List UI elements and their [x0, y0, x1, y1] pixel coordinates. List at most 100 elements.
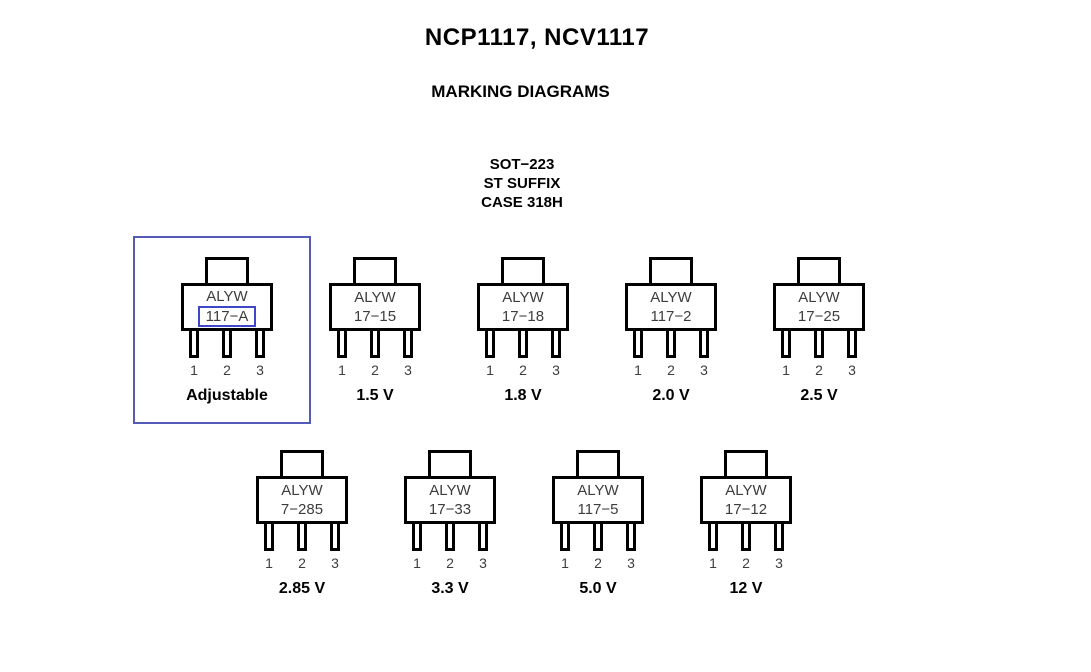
marking-line1: ALYW	[577, 482, 619, 499]
marking-link-box[interactable]: 117−A	[197, 306, 257, 327]
marking-line2: 17−18	[501, 308, 545, 325]
pin-number-1: 1	[561, 555, 569, 571]
voltage-label: 1.5 V	[356, 387, 394, 404]
pin-numbers: 1 2 3	[549, 555, 648, 571]
pin-number-1: 1	[634, 362, 642, 378]
voltage-label: 2.85 V	[278, 580, 326, 597]
voltage-label: 2.5 V	[800, 387, 838, 404]
package-tab	[205, 257, 249, 283]
package-legs	[189, 331, 265, 358]
package-leg-3	[847, 331, 857, 358]
voltage-label: 12 V	[729, 580, 763, 597]
page-title: NCP1117, NCV1117	[424, 24, 650, 51]
voltage-label: 5.0 V	[579, 580, 617, 597]
package-leg-1	[189, 331, 199, 358]
package-legs	[708, 524, 784, 551]
marking-line1: ALYW	[354, 289, 396, 306]
package-tab	[576, 450, 620, 476]
package-leg-3	[403, 331, 413, 358]
package-leg-2	[445, 524, 455, 551]
package-leg-1	[337, 331, 347, 358]
package-leg-3	[330, 524, 340, 551]
adjustable-highlight-frame[interactable]	[133, 236, 311, 424]
marking-line1: ALYW	[798, 289, 840, 306]
pin-number-1: 1	[709, 555, 717, 571]
pin-number-3: 3	[848, 362, 856, 378]
package-tab	[353, 257, 397, 283]
pin-number-1: 1	[782, 362, 790, 378]
pin-number-3: 3	[627, 555, 635, 571]
marking-line2: 17−12	[724, 501, 768, 518]
package-2-0-v: ALYW 117−2 1 2 3 2.0 V	[597, 257, 745, 405]
package-leg-2	[741, 524, 751, 551]
package-leg-3	[699, 331, 709, 358]
pin-number-1: 1	[338, 362, 346, 378]
package-leg-1	[633, 331, 643, 358]
page-subtitle: MARKING DIAGRAMS	[431, 82, 610, 101]
package-leg-2	[222, 331, 232, 358]
voltage-label: 3.3 V	[431, 580, 469, 597]
package-body: ALYW 117−A	[181, 283, 273, 331]
pin-number-2: 2	[815, 362, 823, 378]
package-leg-1	[412, 524, 422, 551]
pin-number-3: 3	[331, 555, 339, 571]
pin-number-2: 2	[667, 362, 675, 378]
package-leg-2	[666, 331, 676, 358]
package-legs	[264, 524, 340, 551]
package-leg-3	[255, 331, 265, 358]
pin-number-2: 2	[298, 555, 306, 571]
package-case-info: SOT−223 ST SUFFIX CASE 318H	[0, 155, 1044, 212]
package-leg-1	[485, 331, 495, 358]
marking-line1: ALYW	[281, 482, 323, 499]
pin-number-1: 1	[486, 362, 494, 378]
package-leg-2	[814, 331, 824, 358]
package-type-label: SOT−223	[489, 156, 555, 173]
pin-number-3: 3	[700, 362, 708, 378]
pin-number-3: 3	[404, 362, 412, 378]
pin-number-1: 1	[265, 555, 273, 571]
marking-line2: 117−5	[577, 501, 619, 518]
package-tab	[797, 257, 841, 283]
package-2-85-v: ALYW 7−285 1 2 3 2.85 V	[228, 450, 376, 598]
marking-line2: 117−2	[650, 308, 692, 325]
pin-number-1: 1	[190, 362, 198, 378]
voltage-label: 1.8 V	[504, 387, 542, 404]
voltage-label: Adjustable	[186, 387, 268, 404]
voltage-label: 2.0 V	[652, 387, 690, 404]
pin-number-3: 3	[479, 555, 487, 571]
marking-line2: 17−33	[428, 501, 472, 518]
pin-number-2: 2	[519, 362, 527, 378]
marking-line2: 17−15	[353, 308, 397, 325]
package-leg-3	[626, 524, 636, 551]
pin-number-3: 3	[256, 362, 264, 378]
marking-line2: 7−285	[280, 501, 324, 518]
pin-number-2: 2	[594, 555, 602, 571]
package-legs	[781, 331, 857, 358]
pin-numbers: 1 2 3	[622, 362, 721, 378]
pin-number-2: 2	[446, 555, 454, 571]
package-leg-1	[560, 524, 570, 551]
package-leg-1	[708, 524, 718, 551]
pin-number-2: 2	[742, 555, 750, 571]
package-leg-3	[774, 524, 784, 551]
package-body: ALYW 17−25	[773, 283, 865, 331]
package-legs	[560, 524, 636, 551]
package-leg-1	[781, 331, 791, 358]
pin-number-2: 2	[223, 362, 231, 378]
marking-line1: ALYW	[650, 289, 692, 306]
package-leg-3	[478, 524, 488, 551]
pin-numbers: 1 2 3	[178, 362, 277, 378]
package-leg-2	[297, 524, 307, 551]
package-legs	[485, 331, 561, 358]
package-tab	[649, 257, 693, 283]
package-body: ALYW 17−18	[477, 283, 569, 331]
package-tab	[280, 450, 324, 476]
